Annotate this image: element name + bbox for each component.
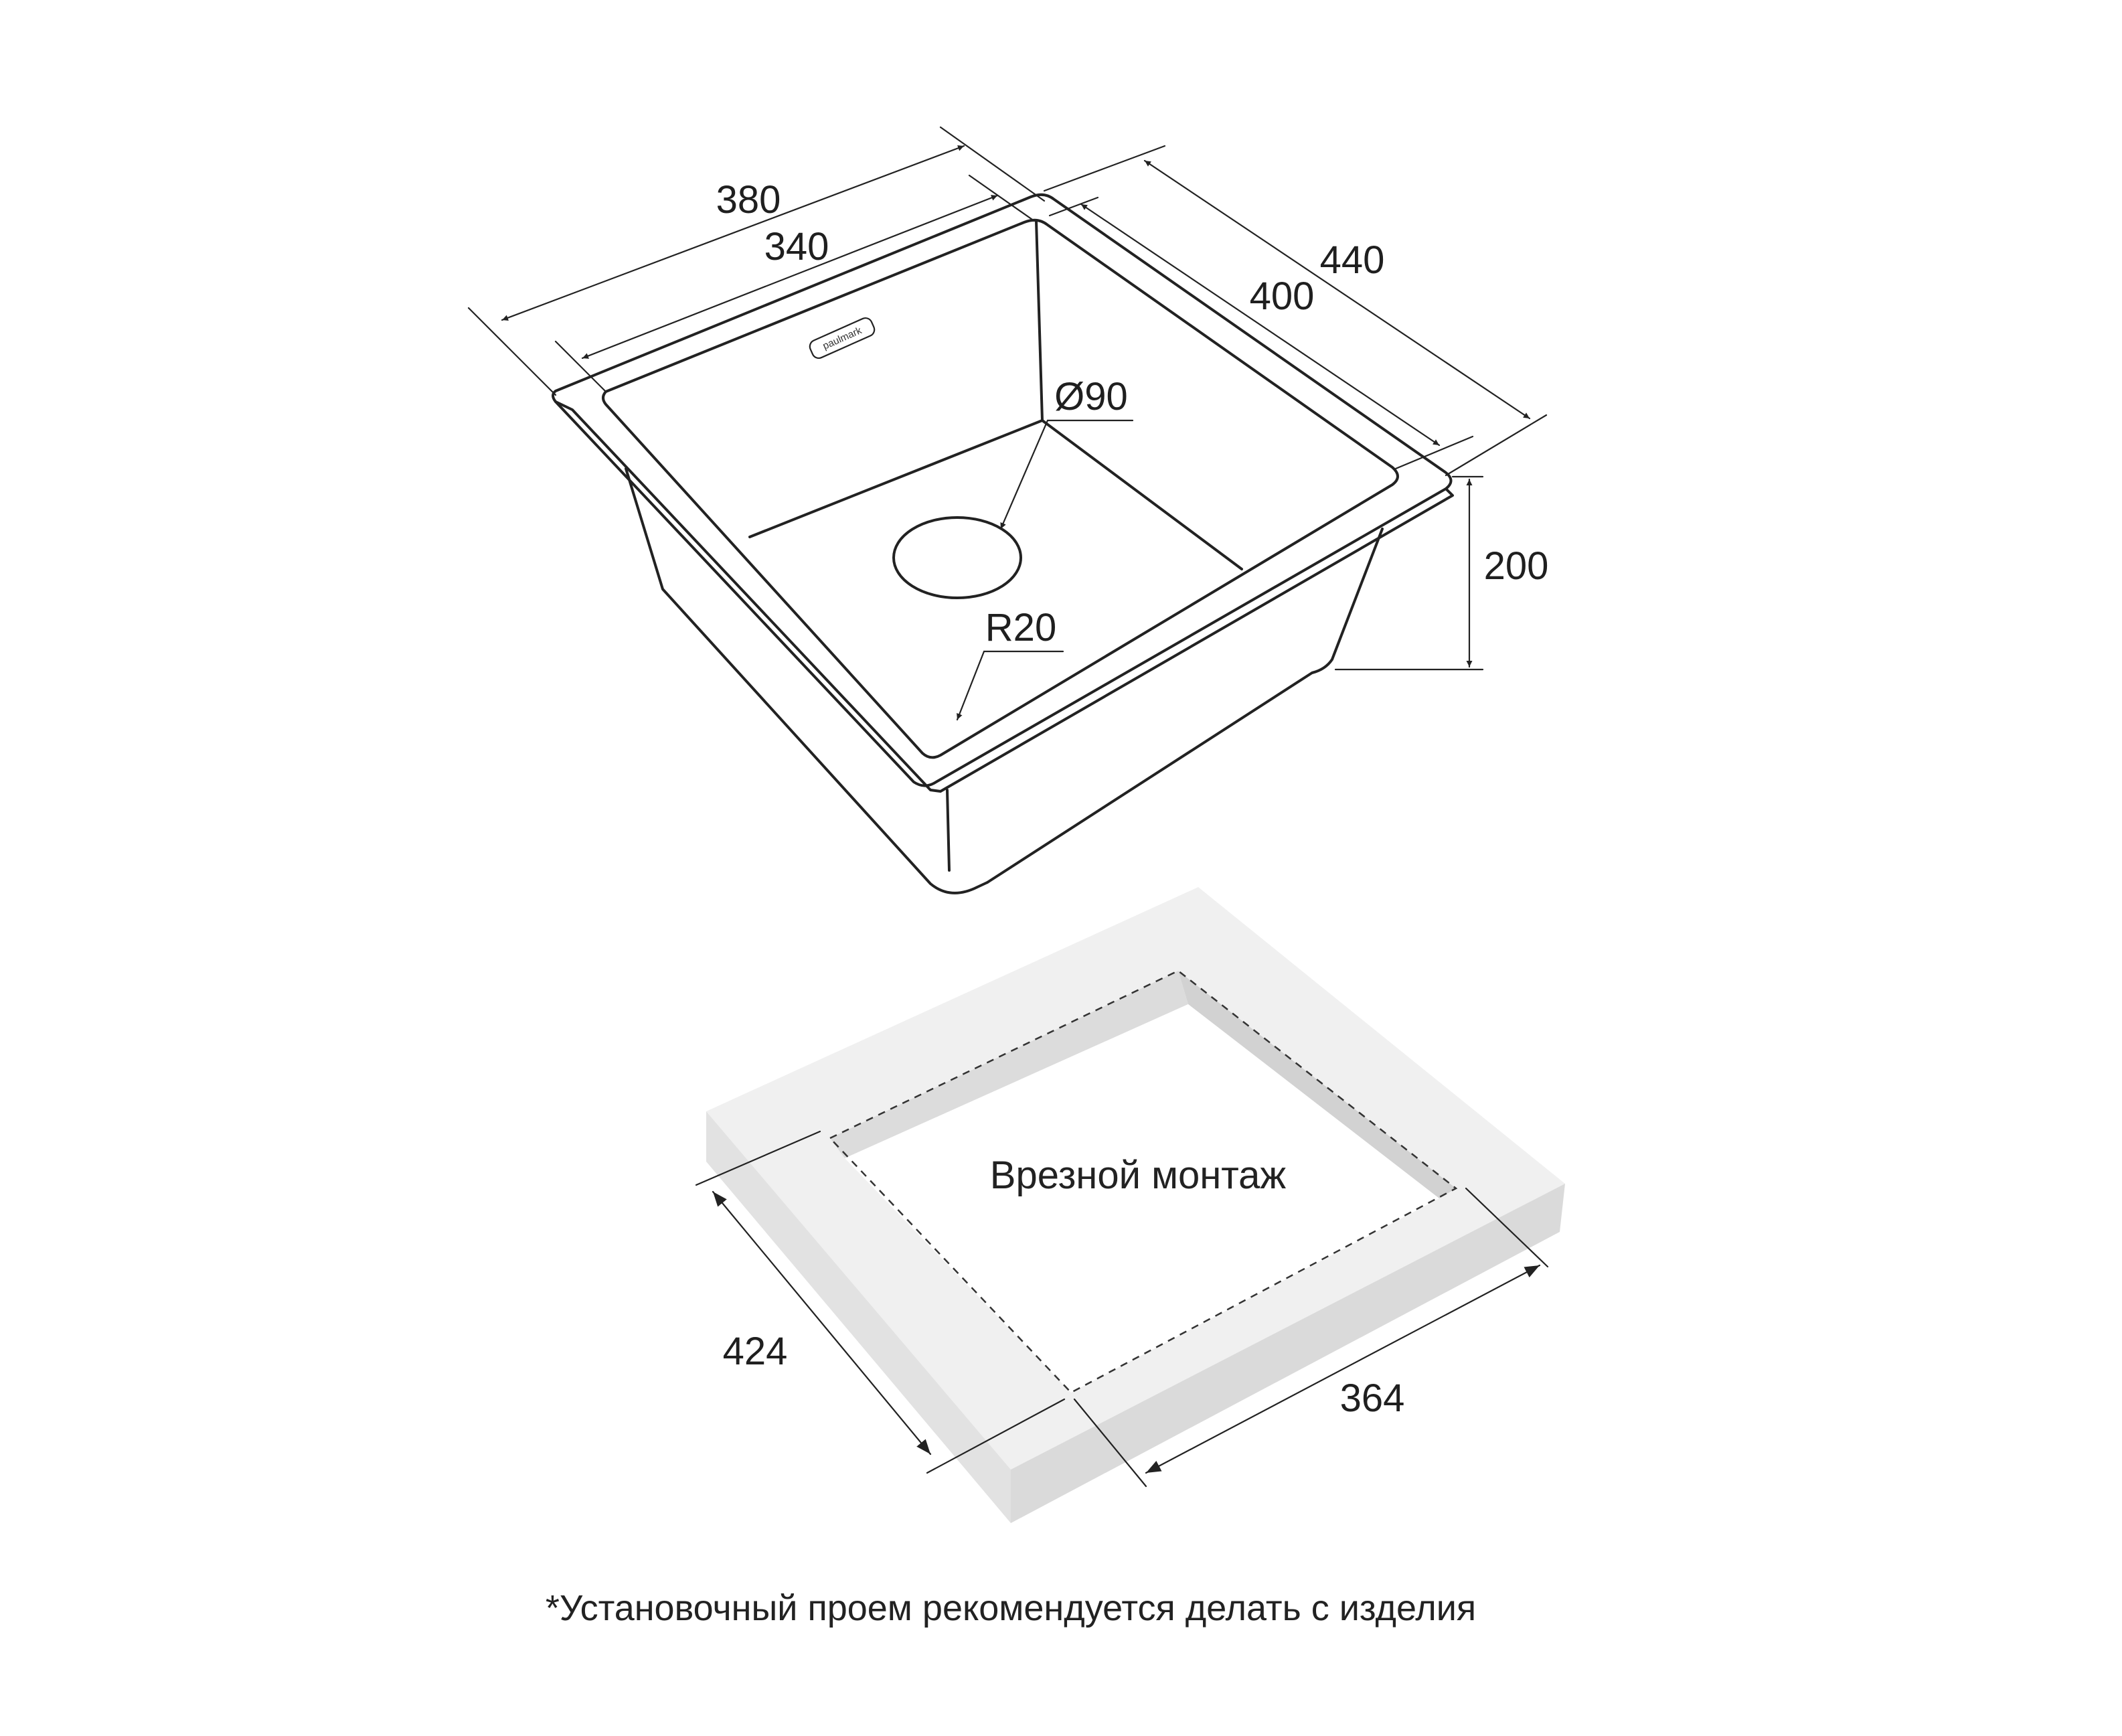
sink-drawing: paulmark [552, 193, 1454, 894]
leader-drain [999, 419, 1049, 530]
dim-line-340 [581, 194, 999, 360]
dim-380: 380 [716, 178, 781, 222]
dim-424: 424 [723, 1330, 788, 1373]
dim-radius: R20 [985, 606, 1056, 649]
sink-drain [892, 516, 1022, 599]
footnote: *Установочный проем рекомендуется делать… [546, 1588, 1476, 1628]
sink-body-right [986, 528, 1384, 884]
dim-364: 364 [1340, 1376, 1405, 1420]
sink-bowl-floor-left [748, 419, 1044, 538]
sink-bowl-back-corner [1035, 220, 1044, 422]
sink-bowl-floor-right [1041, 419, 1243, 570]
sink-body-left [625, 467, 989, 894]
sink-bowl-top [602, 218, 1399, 759]
countertop-inner-back [830, 971, 1188, 1158]
dim-400: 400 [1250, 274, 1315, 318]
dim-drain: Ø90 [1054, 375, 1128, 418]
dim-440: 440 [1320, 238, 1385, 282]
brand-plate: paulmark [809, 317, 876, 360]
countertop-opening [845, 1004, 1439, 1393]
sink-dimensions: 380 340 440 400 200 Ø90 R20 [467, 126, 1549, 721]
dim-200: 200 [1484, 544, 1549, 588]
cut-line-outer [828, 969, 1458, 1394]
leader-radius [956, 650, 985, 721]
dim-line-400 [1080, 203, 1441, 447]
sink-rim-edge [554, 400, 1454, 793]
dim-line-380 [501, 145, 965, 321]
countertop-inner-right [1178, 971, 1456, 1198]
sink-body-front [946, 789, 951, 872]
countertop-drawing: Врезной монтаж 424 364 [695, 887, 1565, 1523]
dim-340: 340 [764, 225, 829, 268]
cutout-caption: Врезной монтаж [990, 1154, 1287, 1197]
sink-rim-outer [552, 193, 1453, 787]
dim-line-440 [1143, 159, 1531, 420]
dim-line-364 [1145, 1264, 1541, 1474]
dim-line-424 [712, 1190, 932, 1455]
